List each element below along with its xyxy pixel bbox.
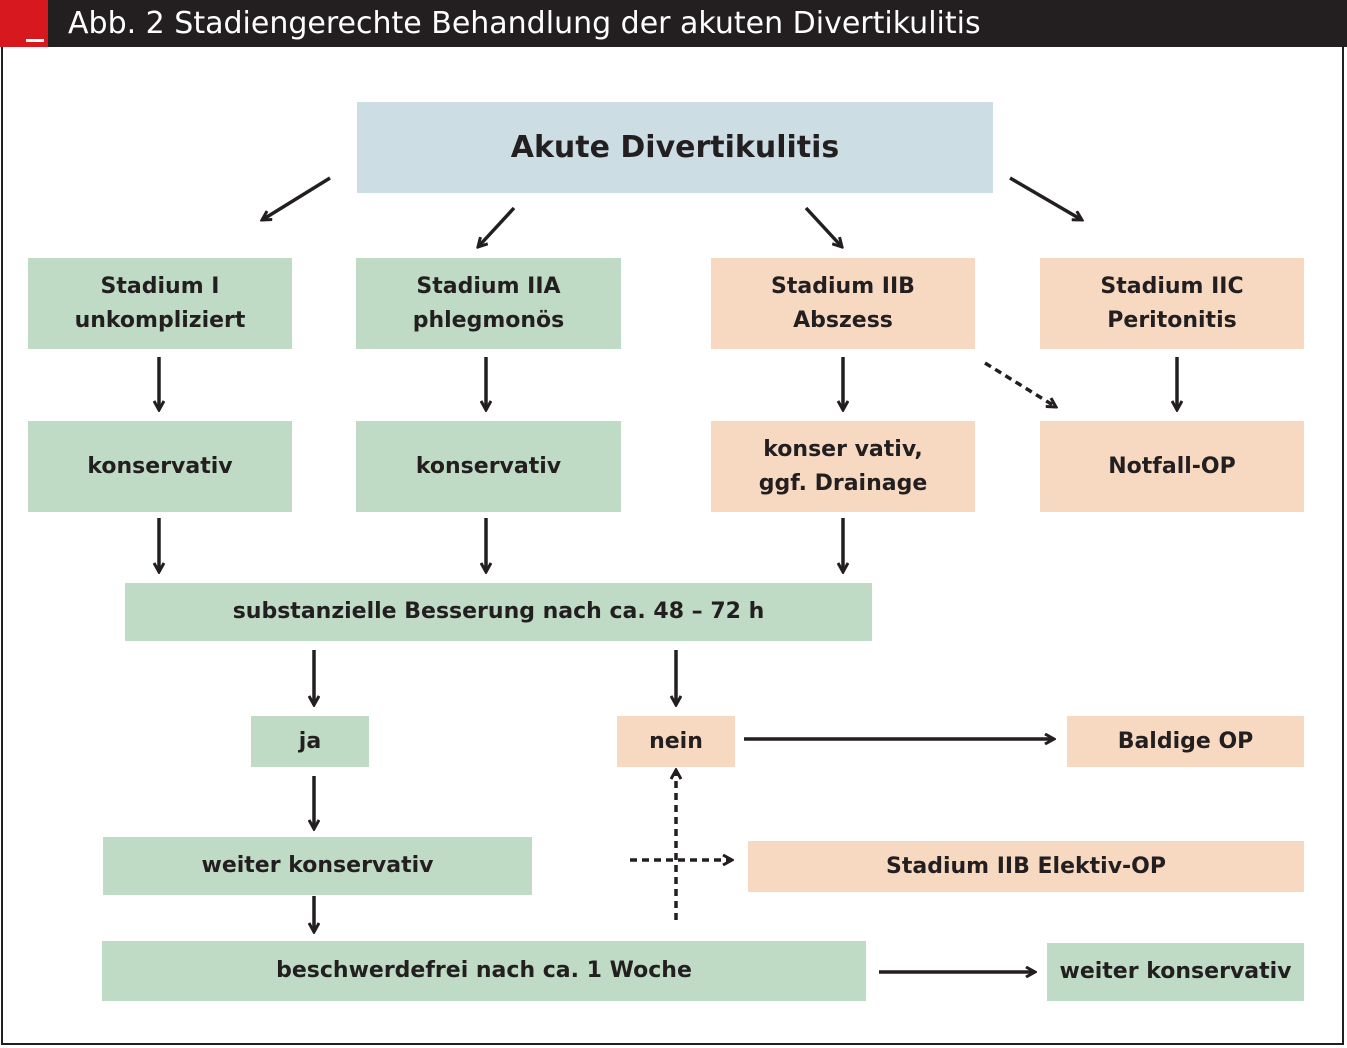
drainage-node: konser vativ, ggf. Drainage xyxy=(711,421,975,512)
arrow-root-to-stage2a xyxy=(478,206,516,247)
stage1-label: Stadium I unkompliziert xyxy=(74,273,246,333)
arrow-root-to-stage1 xyxy=(262,176,331,220)
arrow-root-to-stage2b xyxy=(804,206,842,247)
elective-op-node: Stadium IIB Elektiv-OP xyxy=(748,841,1304,892)
no-label: nein xyxy=(649,728,703,754)
conservative1-node: konservativ xyxy=(28,421,292,512)
early-op-node: Baldige OP xyxy=(1067,716,1304,767)
stage2b-node: Stadium IIB Abszess xyxy=(711,258,975,349)
header-accent-mark xyxy=(26,39,44,42)
yes-label: ja xyxy=(298,728,322,754)
root-node: Akute Divertikulitis xyxy=(357,102,993,193)
drainage-label: konser vativ, ggf. Drainage xyxy=(758,436,928,496)
symptom-free-node: beschwerdefrei nach ca. 1 Woche xyxy=(102,941,866,1001)
figure-header: Abb. 2 Stadiengerechte Behandlung der ak… xyxy=(0,0,1347,47)
continue-conservative-final-node: weiter konservativ xyxy=(1047,943,1304,1001)
arrow-stage2b-to-emergency-dashed xyxy=(984,361,1056,407)
arrow-root-to-stage2c xyxy=(1009,176,1082,220)
root-node-label: Akute Divertikulitis xyxy=(510,129,840,165)
stage2c-label: Stadium IIC Peritonitis xyxy=(1100,273,1244,333)
stage2c-node: Stadium IIC Peritonitis xyxy=(1040,258,1304,349)
figure-title: Abb. 2 Stadiengerechte Behandlung der ak… xyxy=(68,6,981,41)
stage2a-label: Stadium IIA phlegmonös xyxy=(412,273,565,333)
improvement-node: substanzielle Besserung nach ca. 48 – 72… xyxy=(125,583,872,641)
emergency-op-node: Notfall-OP xyxy=(1040,421,1304,512)
continue-conservative-label: weiter konservativ xyxy=(201,853,434,878)
conservative2-node: konservativ xyxy=(356,421,621,512)
continue-conservative-final-label: weiter konservativ xyxy=(1059,959,1292,984)
conservative1-label: konservativ xyxy=(87,453,233,479)
stage1-node: Stadium I unkompliziert xyxy=(28,258,292,349)
stage2a-node: Stadium IIA phlegmonös xyxy=(356,258,621,349)
stage2b-label: Stadium IIB Abszess xyxy=(771,273,915,333)
improvement-label: substanzielle Besserung nach ca. 48 – 72… xyxy=(232,599,765,624)
symptom-free-label: beschwerdefrei nach ca. 1 Woche xyxy=(276,958,692,983)
continue-conservative-node: weiter konservativ xyxy=(103,837,532,895)
emergency-op-label: Notfall-OP xyxy=(1108,453,1236,479)
elective-op-label: Stadium IIB Elektiv-OP xyxy=(885,853,1167,879)
conservative2-label: konservativ xyxy=(415,453,562,479)
early-op-label: Baldige OP xyxy=(1117,728,1254,754)
yes-node: ja xyxy=(251,716,369,767)
no-node: nein xyxy=(617,716,735,767)
